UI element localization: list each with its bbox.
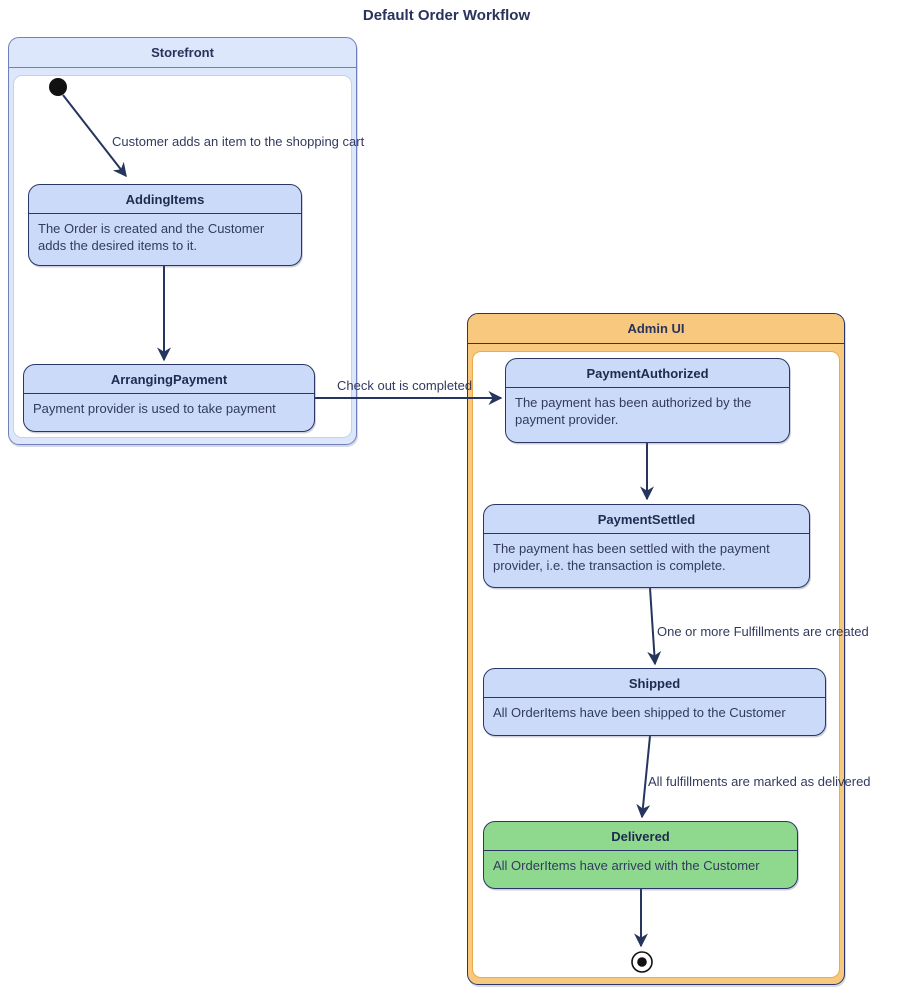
- state-adding-items-name: AddingItems: [29, 185, 301, 214]
- state-delivered-description: All OrderItems have arrived with the Cus…: [493, 858, 760, 873]
- state-payment-settled-name: PaymentSettled: [484, 505, 809, 534]
- state-arranging-payment: ArrangingPayment Payment provider is use…: [23, 364, 315, 432]
- container-admin-ui-title: Admin UI: [468, 314, 844, 344]
- edge-label-marked-delivered: All fulfillments are marked as delivered: [648, 774, 871, 789]
- state-payment-authorized-description: The payment has been authorized by the p…: [515, 395, 752, 427]
- diagram-title: Default Order Workflow: [362, 7, 531, 24]
- state-arranging-payment-name: ArrangingPayment: [24, 365, 314, 394]
- state-adding-items: AddingItems The Order is created and the…: [28, 184, 302, 266]
- edge-label-add-item: Customer adds an item to the shopping ca…: [112, 134, 365, 149]
- state-arranging-payment-description: Payment provider is used to take payment: [33, 401, 276, 416]
- edge-label-fulfillments-created: One or more Fulfillments are created: [657, 624, 869, 639]
- container-storefront-title: Storefront: [9, 38, 356, 68]
- state-adding-items-description: The Order is created and the Customer ad…: [38, 221, 265, 253]
- state-shipped: Shipped All OrderItems have been shipped…: [483, 668, 826, 736]
- state-shipped-name: Shipped: [484, 669, 825, 698]
- edge-label-checkout-completed: Check out is completed: [337, 378, 473, 393]
- state-payment-authorized: PaymentAuthorized The payment has been a…: [505, 358, 790, 443]
- state-payment-settled-description: The payment has been settled with the pa…: [493, 541, 770, 573]
- state-delivered-name: Delivered: [484, 822, 797, 851]
- state-shipped-description: All OrderItems have been shipped to the …: [493, 705, 786, 720]
- state-payment-settled: PaymentSettled The payment has been sett…: [483, 504, 810, 588]
- state-delivered: Delivered All OrderItems have arrived wi…: [483, 821, 798, 889]
- state-payment-authorized-name: PaymentAuthorized: [506, 359, 789, 388]
